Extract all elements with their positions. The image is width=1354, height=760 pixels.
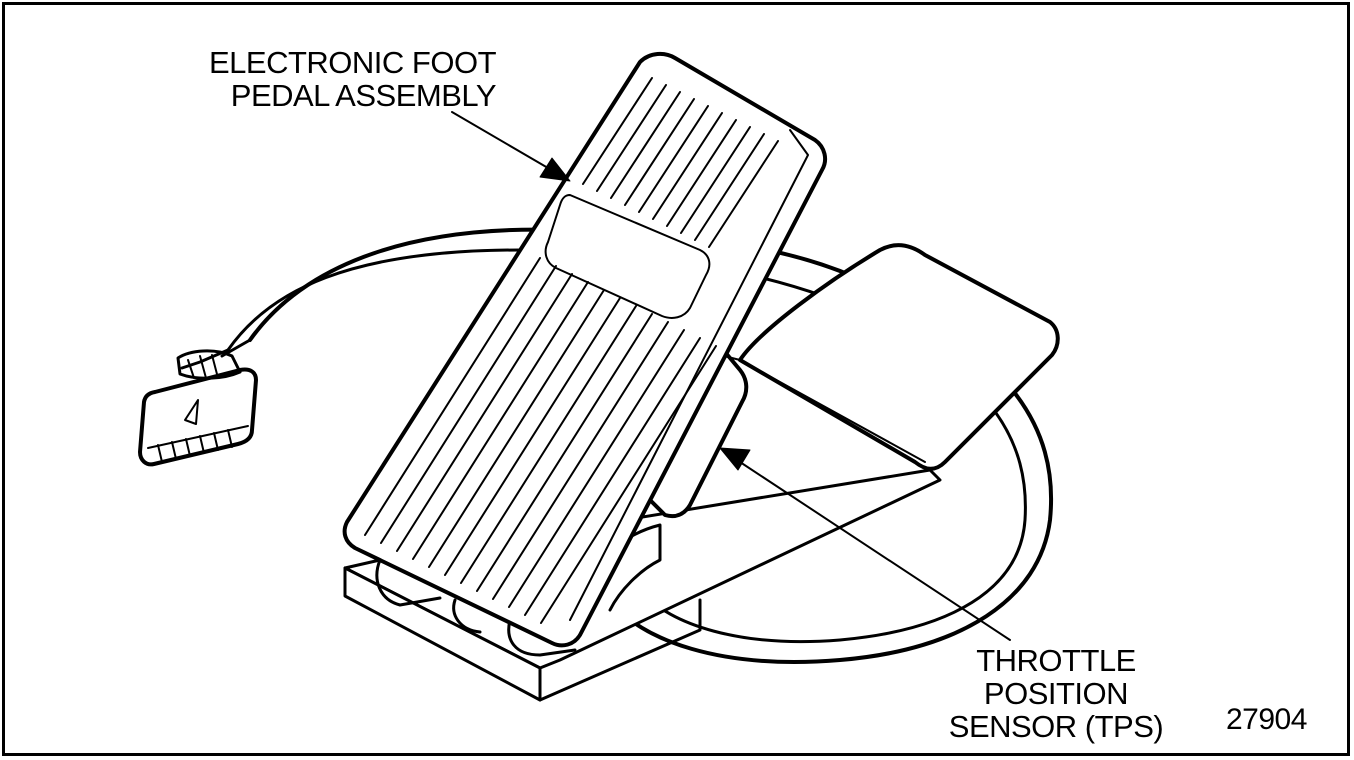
tps-label-line1: THROTTLE bbox=[976, 643, 1136, 678]
electronic-foot-pedal-label-line1: ELECTRONIC FOOT bbox=[208, 45, 497, 80]
connector-plug bbox=[138, 338, 258, 467]
leader-pedal bbox=[451, 111, 571, 182]
mounting-bracket bbox=[738, 243, 1060, 471]
upper-ribs bbox=[582, 77, 779, 248]
figure-number: 27904 bbox=[1226, 703, 1307, 736]
lower-ribs bbox=[364, 257, 717, 624]
center-pad bbox=[544, 194, 711, 319]
electronic-foot-pedal-label-line2: PEDAL ASSEMBLY bbox=[230, 78, 497, 113]
tps-label-line3: SENSOR (TPS) bbox=[948, 709, 1164, 744]
base-plate bbox=[343, 468, 942, 702]
electronic-foot-pedal-label: ELECTRONIC FOOT PEDAL ASSEMBLY bbox=[192, 45, 497, 113]
leader-tps bbox=[719, 447, 1011, 641]
tps-label-line2: POSITION bbox=[983, 676, 1129, 711]
pedal bbox=[342, 51, 828, 648]
throttle-position-sensor-label: THROTTLE POSITION SENSOR (TPS) bbox=[936, 644, 1176, 743]
